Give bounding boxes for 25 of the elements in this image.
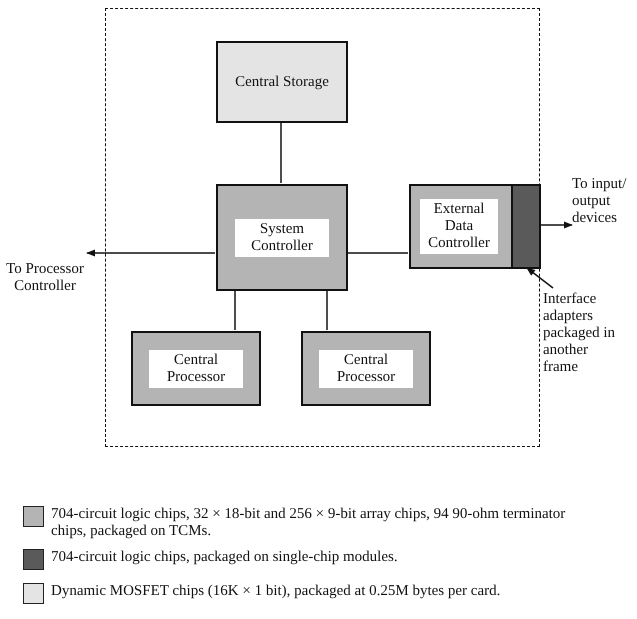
legend-text: Dynamic MOSFET chips (16K × 1 bit), packaged at 0.25M bytes per card. [51, 583, 500, 600]
box-title: Central Processor [149, 350, 243, 388]
box-title: Central Storage [234, 72, 330, 92]
legend-text: 704-circuit logic chips, packaged on single-chip modules. [51, 549, 398, 566]
processor-box [301, 331, 431, 406]
destination-label: To input/ output devices [572, 176, 628, 226]
arrow [540, 221, 573, 229]
connector-line [280, 122, 282, 183]
processor-box [131, 331, 261, 406]
connector-line [326, 290, 328, 330]
adapter-strip [511, 184, 541, 269]
leader-line [526, 267, 554, 289]
note-text: Interface adapters packaged in another frame [543, 290, 616, 376]
controller-box [216, 184, 348, 291]
destination-label: To Processor Controller [5, 261, 85, 295]
box-title: Central Processor [319, 350, 413, 388]
legend-text: 704-circuit logic chips, 32 × 18-bit and 256 × 9-bit array chips, 94 90-ohm terminator chips, packaged on TCMs. [51, 506, 566, 540]
connector-line [234, 290, 236, 330]
arrow [86, 249, 215, 257]
connector-line [347, 252, 408, 254]
dashed-frame [105, 8, 540, 447]
storage-box [216, 41, 348, 123]
box-title: External Data Controller [420, 199, 498, 254]
controller-box [409, 184, 541, 269]
box-title: System Controller [235, 218, 329, 256]
